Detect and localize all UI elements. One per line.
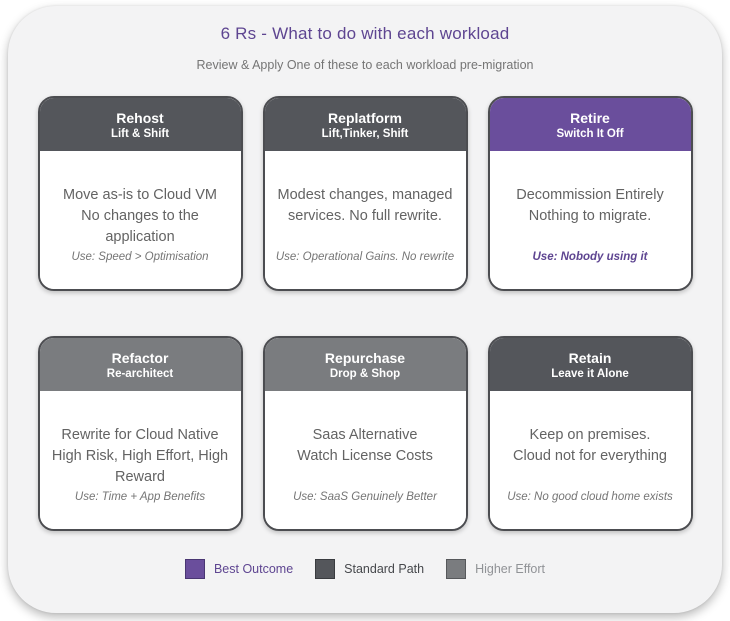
card-description: Decommission Entirely Nothing to migrate…: [516, 187, 664, 225]
card-use-note: Use: Nobody using it: [532, 251, 648, 263]
card-description: Modest changes, managed services. No ful…: [277, 187, 453, 225]
card-body: Rewrite for Cloud Native High Risk, High…: [39, 391, 241, 529]
card-header: Repurchase Drop & Shop: [264, 338, 466, 391]
card-replatform: Replatform Lift,Tinker, Shift Modest cha…: [262, 96, 468, 291]
card-tagline: Switch It Off: [556, 127, 624, 140]
card-header: Rehost Lift & Shift: [39, 98, 241, 151]
card-body: Saas Alternative Watch License Costs Use…: [264, 391, 466, 529]
card-body: Modest changes, managed services. No ful…: [264, 151, 466, 289]
card-header: Replatform Lift,Tinker, Shift: [264, 98, 466, 151]
legend-item-higher-effort: Higher Effort: [446, 559, 545, 579]
page-subtitle: Review & Apply One of these to each work…: [196, 58, 534, 72]
card-use-note: Use: SaaS Genuinely Better: [293, 491, 437, 503]
card-rehost: Rehost Lift & Shift Move as-is to Cloud …: [37, 96, 243, 291]
card-use-note: Use: Time + App Benefits: [74, 491, 206, 503]
best-outcome-swatch-icon: [184, 559, 205, 579]
card-description: Rewrite for Cloud Native High Risk, High…: [51, 427, 229, 486]
legend-label: Standard Path: [344, 562, 425, 576]
legend-item-standard-path: Standard Path: [315, 559, 424, 579]
card-header: Refactor Re-architect: [39, 338, 241, 391]
card-header: Retire Switch It Off: [489, 98, 691, 151]
card-refactor: Refactor Re-architect Rewrite for Cloud …: [37, 336, 243, 531]
card-title: Retire: [570, 109, 610, 126]
card-repurchase: Repurchase Drop & Shop Saas Alternative …: [262, 336, 468, 531]
standard-path-swatch-icon: [315, 559, 336, 579]
card-body: Move as-is to Cloud VM No changes to the…: [39, 151, 241, 289]
legend-label: Best Outcome: [213, 562, 294, 576]
card-description: Saas Alternative Watch License Costs: [297, 427, 433, 465]
cards-grid: Rehost Lift & Shift Move as-is to Cloud …: [8, 96, 722, 531]
rounded-panel: 6 Rs - What to do with each workload Rev…: [8, 6, 722, 613]
cards-row-top: Rehost Lift & Shift Move as-is to Cloud …: [37, 96, 693, 291]
cards-row-bottom: Refactor Re-architect Rewrite for Cloud …: [37, 336, 693, 531]
card-title: Refactor: [111, 349, 169, 366]
card-description: Move as-is to Cloud VM No changes to the…: [63, 187, 217, 246]
card-use-note: Use: Speed > Optimisation: [71, 251, 209, 263]
legend-label: Higher Effort: [475, 562, 546, 576]
card-tagline: Lift & Shift: [110, 127, 170, 140]
card-retain: Retain Leave it Alone Keep on premises. …: [487, 336, 693, 531]
card-body: Keep on premises. Cloud not for everythi…: [489, 391, 691, 529]
card-header: Retain Leave it Alone: [489, 338, 691, 391]
card-description: Keep on premises. Cloud not for everythi…: [513, 427, 667, 465]
card-use-note: Use: No good cloud home exists: [507, 491, 673, 503]
page-title: 6 Rs - What to do with each workload: [220, 24, 510, 43]
card-tagline: Leave it Alone: [551, 367, 629, 380]
card-title: Rehost: [116, 109, 164, 126]
legend: Best Outcome Standard Path Higher Effort: [8, 559, 722, 579]
card-tagline: Re-architect: [106, 367, 174, 380]
higher-effort-swatch-icon: [446, 559, 467, 579]
card-retire: Retire Switch It Off Decommission Entire…: [487, 96, 693, 291]
card-title: Retain: [568, 349, 612, 366]
legend-item-best-outcome: Best Outcome: [184, 559, 294, 579]
card-title: Replatform: [328, 109, 402, 126]
card-title: Repurchase: [324, 349, 406, 366]
card-tagline: Lift,Tinker, Shift: [321, 127, 409, 140]
card-body: Decommission Entirely Nothing to migrate…: [489, 151, 691, 289]
card-tagline: Drop & Shop: [329, 367, 401, 380]
card-use-note: Use: Operational Gains. No rewrite: [275, 251, 455, 263]
